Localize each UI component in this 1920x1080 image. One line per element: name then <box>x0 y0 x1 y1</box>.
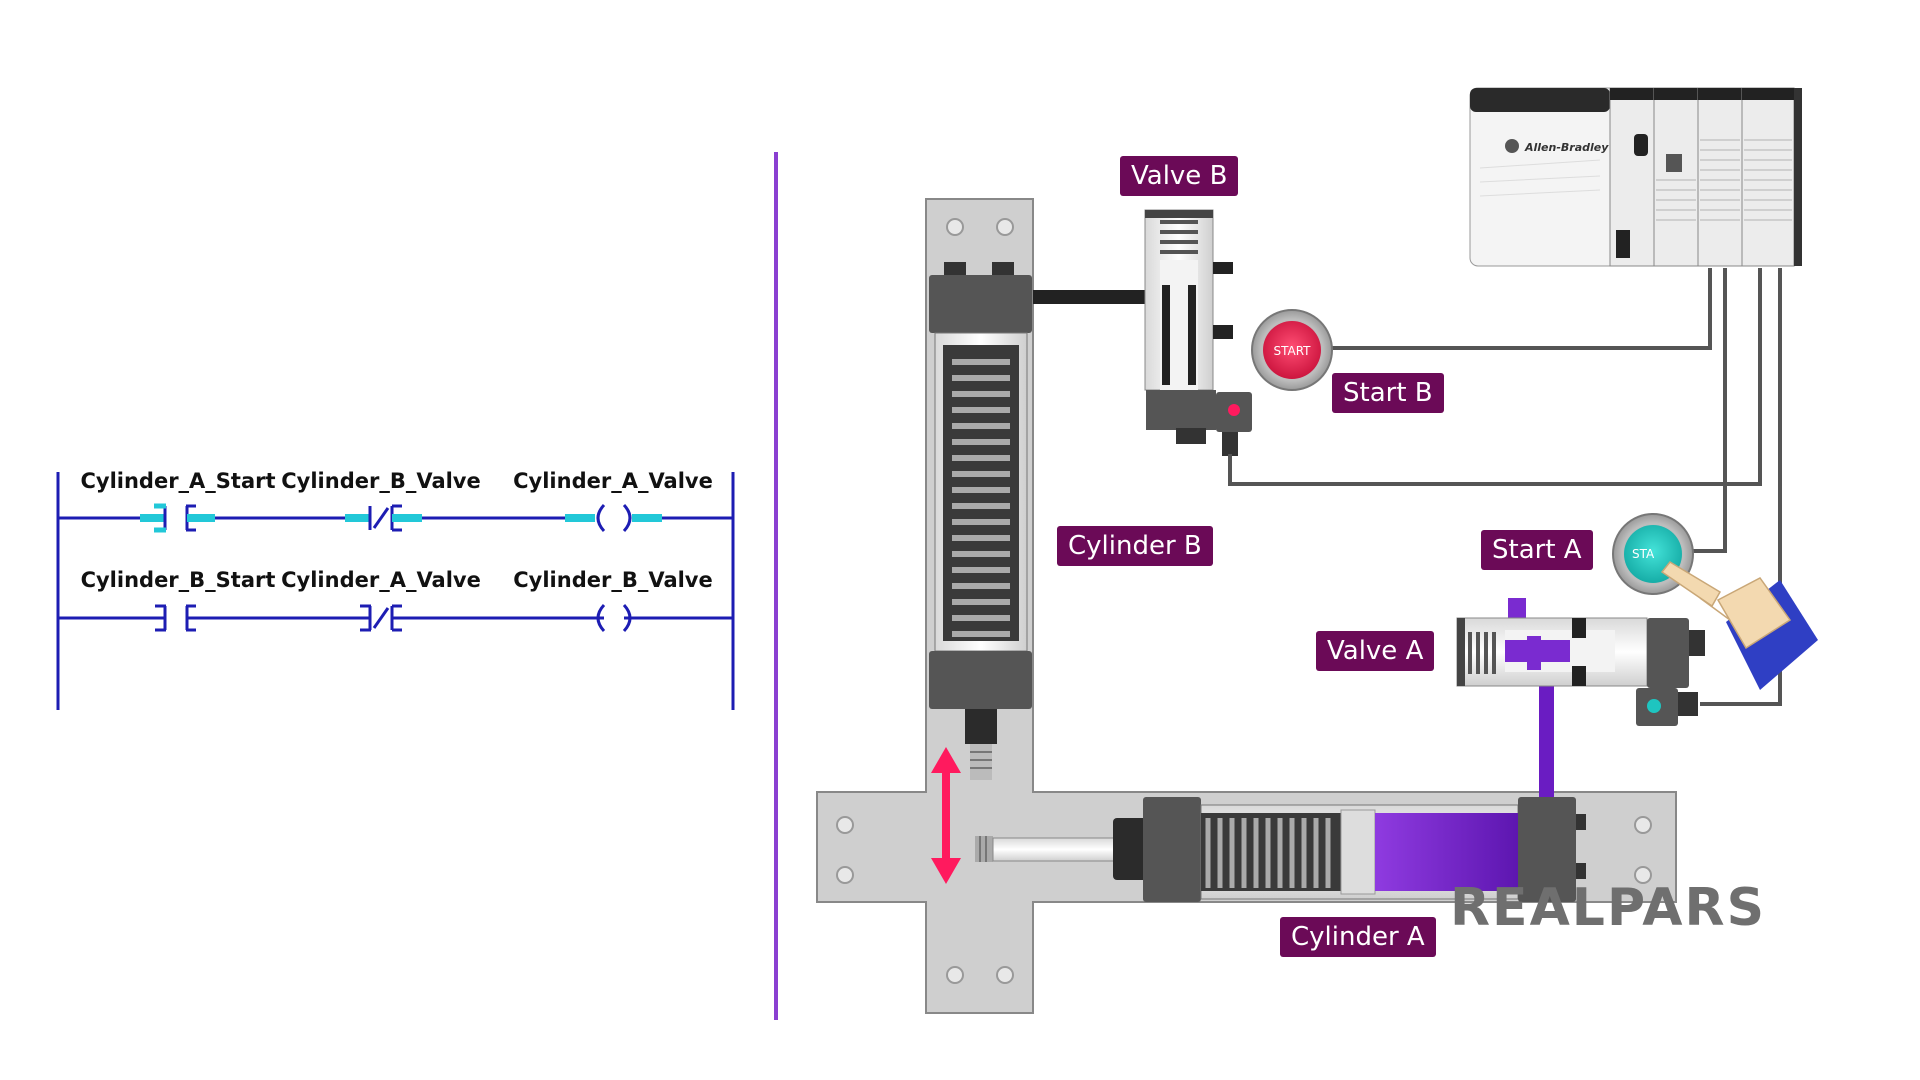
double-arrow-icon <box>931 747 961 884</box>
hand-pointer-icon <box>1660 561 1818 690</box>
fluid-line-a <box>1539 660 1554 797</box>
rung1-coil <box>596 503 632 533</box>
start-a-button-text: STA <box>1632 547 1655 561</box>
label-start-b: Start B <box>1332 373 1444 413</box>
label-start-a: Start A <box>1481 530 1593 570</box>
rung-1 <box>58 503 733 533</box>
rung-2 <box>58 603 733 633</box>
label-valve-b: Valve B <box>1120 156 1239 196</box>
allen-bradley-plc <box>1469 87 1802 267</box>
section-divider <box>774 152 778 1020</box>
cylinder-b-body <box>929 262 1032 780</box>
rung2-coil-label: Cylinder_B_Valve <box>513 568 713 592</box>
rung1-coil-label: Cylinder_A_Valve <box>513 469 713 493</box>
allen-bradley-logo-icon <box>1505 139 1519 153</box>
cylinder-a-spring <box>1205 818 1331 888</box>
plc-brand-text: Allen-Bradley <box>1524 141 1609 154</box>
screw-icon <box>836 218 1652 984</box>
rung1-contact1-label: Cylinder_A_Start <box>80 469 276 493</box>
rung1-contact2-label: Cylinder_B_Valve <box>281 469 481 493</box>
wiring <box>1228 268 1782 706</box>
cylinder-b-spring <box>952 359 1010 637</box>
label-cylinder-b: Cylinder B <box>1057 526 1213 566</box>
valve-b-body <box>1033 209 1252 456</box>
label-cylinder-a: Cylinder A <box>1280 917 1436 957</box>
rung2-contact2 <box>360 604 402 632</box>
cylinder-a-body <box>975 797 1586 902</box>
rung2-contact2-label: Cylinder_A_Valve <box>281 568 481 592</box>
rung2-contact1-label: Cylinder_B_Start <box>80 568 276 592</box>
ladder-diagram <box>56 472 735 710</box>
start-b-button[interactable] <box>1251 309 1333 391</box>
brand-watermark: REALPARS <box>1450 878 1767 938</box>
valve-a-body <box>1456 598 1705 726</box>
start-b-button-text: START <box>1273 344 1311 358</box>
label-valve-a: Valve A <box>1316 631 1435 671</box>
